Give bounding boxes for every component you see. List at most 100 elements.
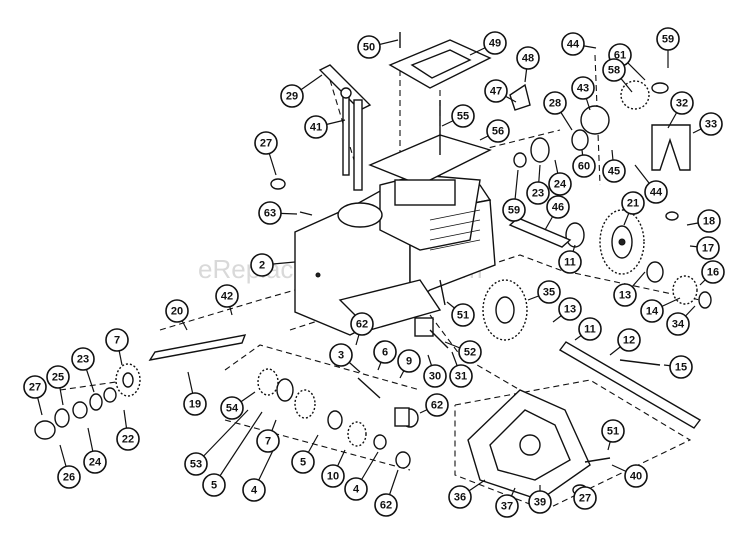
callout-7b: 7 [256, 429, 280, 453]
callout-number: 54 [226, 403, 239, 415]
callout-11a: 11 [558, 250, 582, 274]
callout-circle [528, 490, 552, 514]
callout-circle [602, 159, 626, 183]
callout-number: 49 [489, 38, 501, 50]
callout-22: 22 [116, 427, 140, 451]
gear-housing [294, 174, 496, 336]
callout-16: 16 [701, 260, 725, 284]
callout-17: 17 [696, 236, 720, 260]
callout-number: 2 [259, 260, 265, 272]
callout-number: 4 [353, 484, 360, 496]
callout-number: 51 [457, 310, 469, 322]
callout-number: 16 [707, 267, 719, 279]
callout-circle [374, 493, 398, 517]
callout-41: 41 [304, 115, 328, 139]
callout-54: 54 [220, 396, 244, 420]
callout-circle [116, 427, 140, 451]
callout-number: 24 [554, 179, 567, 191]
callout-number: 32 [676, 98, 688, 110]
callout-27b: 27 [23, 375, 47, 399]
callout-number: 40 [630, 471, 642, 483]
washer-stack-left [34, 387, 117, 440]
callout-37: 37 [495, 494, 519, 518]
callout-number: 26 [63, 472, 75, 484]
callout-15: 15 [669, 355, 693, 379]
callout-number: 5 [300, 457, 306, 469]
callout-circle [46, 365, 70, 389]
callout-number: 53 [190, 459, 202, 471]
callout-number: 41 [310, 122, 322, 134]
callout-circle [696, 236, 720, 260]
callout-number: 27 [579, 493, 591, 505]
callout-number: 39 [534, 497, 546, 509]
callout-circle [537, 280, 561, 304]
callout-number: 25 [52, 372, 64, 384]
callout-number: 18 [703, 216, 715, 228]
callout-35: 35 [537, 280, 561, 304]
callout-5a: 5 [202, 473, 226, 497]
callout-circle [344, 477, 368, 501]
callout-number: 15 [675, 362, 687, 374]
callout-circle [548, 172, 572, 196]
callout-number: 30 [429, 371, 441, 383]
callout-circle [644, 180, 668, 204]
callout-circle [495, 494, 519, 518]
callout-circle [425, 393, 449, 417]
callout-number: 12 [623, 335, 635, 347]
callout-4a: 4 [242, 478, 266, 502]
callout-circle [578, 317, 602, 341]
callout-13a: 13 [613, 283, 637, 307]
callout-number: 17 [702, 243, 714, 255]
callout-number: 61 [614, 50, 626, 62]
callout-33: 33 [699, 112, 723, 136]
callout-number: 47 [490, 86, 502, 98]
callout-number: 43 [577, 83, 589, 95]
callout-18: 18 [697, 209, 721, 233]
callout-19: 19 [183, 392, 207, 416]
callout-number: 11 [584, 324, 596, 336]
callout-circle [57, 465, 81, 489]
shift-lever [318, 64, 372, 191]
callout-number: 52 [464, 347, 476, 359]
callout-49: 49 [483, 31, 507, 55]
callout-number: 33 [705, 119, 717, 131]
callout-63: 63 [258, 201, 282, 225]
callout-number: 3 [338, 350, 344, 362]
callout-circle [451, 303, 475, 327]
callout-number: 62 [431, 400, 443, 412]
callout-number: 62 [356, 319, 368, 331]
callout-circle [357, 35, 381, 59]
callout-circle [602, 58, 626, 82]
callout-circle [483, 31, 507, 55]
callout-number: 13 [564, 304, 576, 316]
callout-circle [291, 450, 315, 474]
callout-circle [280, 84, 304, 108]
callout-45: 45 [602, 159, 626, 183]
callout-circle [669, 355, 693, 379]
callout-circle [202, 473, 226, 497]
leader-53 [195, 409, 249, 465]
callout-26: 26 [57, 465, 81, 489]
callout-51a: 51 [451, 303, 475, 327]
callout-circle [258, 201, 282, 225]
callout-circle [165, 299, 189, 323]
callout-circle [397, 349, 421, 373]
callout-circle [656, 27, 680, 51]
callout-28: 28 [543, 91, 567, 115]
side-cover [467, 389, 591, 501]
callout-number: 11 [564, 257, 576, 269]
callout-circle [220, 396, 244, 420]
callout-circle [321, 464, 345, 488]
callout-32: 32 [670, 91, 694, 115]
callout-number: 27 [29, 382, 41, 394]
callout-circle [670, 91, 694, 115]
callout-24a: 24 [548, 172, 572, 196]
callout-42: 42 [215, 284, 239, 308]
callout-circle [558, 250, 582, 274]
gear-7-left [115, 363, 141, 397]
callout-circle [486, 119, 510, 143]
callout-34: 34 [666, 312, 690, 336]
top-plate [368, 100, 492, 206]
callout-circle [697, 209, 721, 233]
